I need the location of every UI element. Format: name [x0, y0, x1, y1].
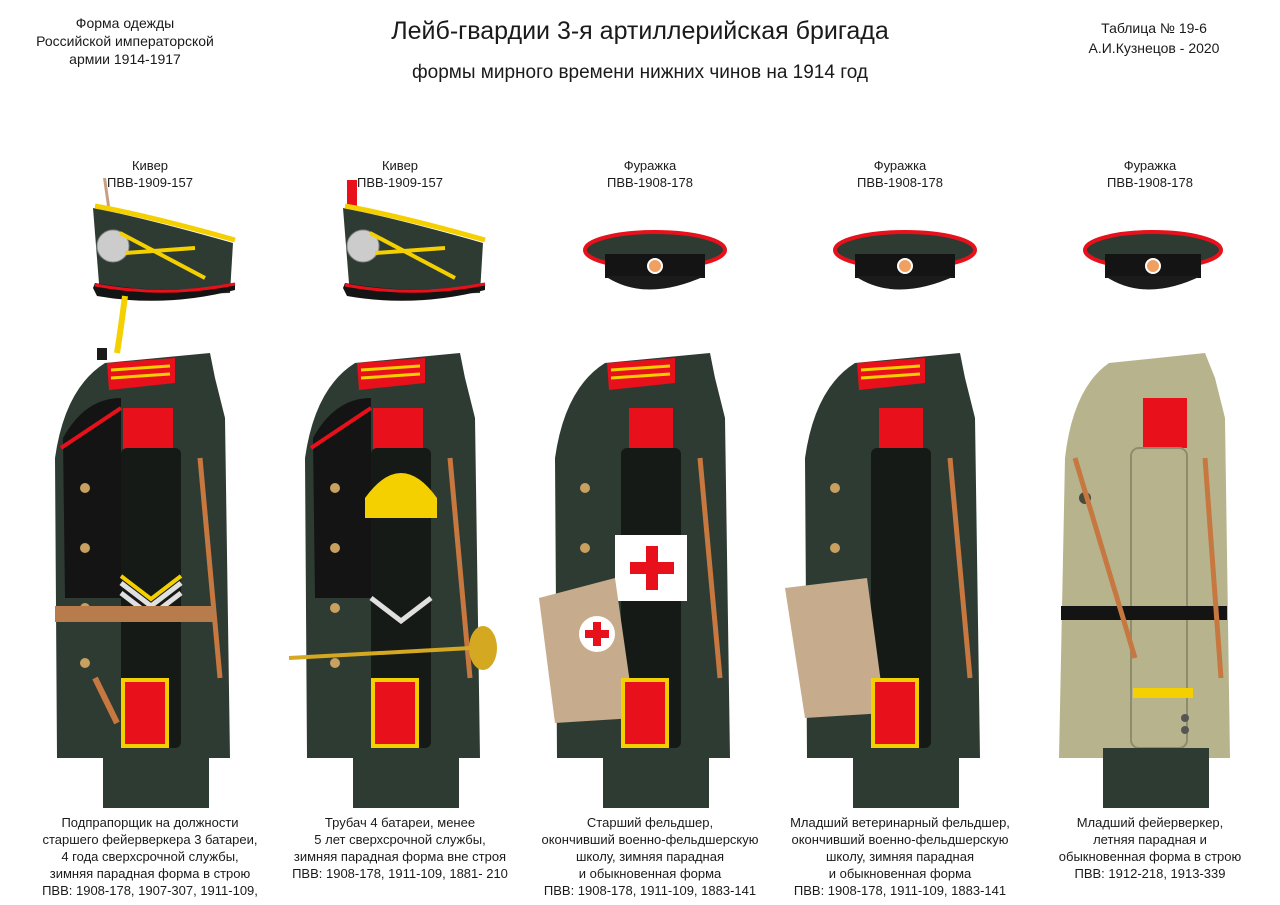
caption-line: и обыкновенная форма: [578, 866, 722, 881]
figure-caption: Младший ветеринарный фельдшер, окончивши…: [775, 814, 1025, 899]
header-left: Форма одежды Российской императорской ар…: [20, 14, 230, 68]
table-number: Таблица № 19-6: [1101, 20, 1207, 36]
caption-line: ПВВ: 1908-178, 1911-109, 1883-141: [543, 883, 757, 898]
tunic-icon: [305, 353, 480, 758]
tunic-icon: [785, 353, 980, 758]
caption-line: окончивший военно-фельдшерскую: [791, 832, 1009, 847]
caption-line: Младший ветеринарный фельдшер,: [790, 815, 1010, 830]
caption-line: 4 года сверхсрочной службы,: [61, 849, 239, 864]
caption-line: и обыкновенная форма: [828, 866, 972, 881]
caption-line: ПВВ: 1912-218, 1913-339: [1074, 866, 1226, 881]
figure-drawing: [785, 230, 980, 808]
trousers-icon: [103, 748, 209, 808]
header-left-line: Российской императорской: [36, 33, 214, 49]
figure-drawing: [288, 180, 497, 808]
caption-line: школу, зимняя парадная: [825, 849, 974, 864]
headwear-type: Фуражка: [1123, 158, 1177, 173]
page-subtitle: формы мирного времени нижних чинов на 19…: [412, 62, 868, 83]
figure-caption: Трубач 4 батареи, менее 5 лет сверхсрочн…: [275, 814, 525, 882]
headwear-code: ПВВ-1908-178: [1107, 175, 1193, 190]
trousers-icon: [603, 748, 709, 808]
headwear-type: Кивер: [131, 158, 169, 173]
caption-line: Подпрапорщик на должности: [61, 815, 239, 830]
header-left-line: Форма одежды: [75, 15, 175, 31]
caption-line: ПВВ: 1908-178, 1907-307, 1911-109,: [42, 883, 258, 898]
headwear-code: ПВВ-1909-157: [357, 175, 443, 190]
trumpet-icon: [288, 626, 497, 670]
uniform-figure-3: Фуражка ПВВ-1908-178: [525, 158, 775, 898]
author: А.И.Кузнецов - 2020: [1088, 40, 1220, 56]
caption-line: окончивший военно-фельдшерскую: [541, 832, 759, 847]
caption-line: летняя парадная и: [1093, 832, 1207, 847]
cap-icon: [583, 230, 727, 290]
trousers-icon: [1103, 748, 1209, 808]
uniform-figure-1: Кивер ПВВ-1909-157: [25, 158, 275, 898]
caption-line: старшего фейерверкера 3 батареи,: [42, 832, 258, 847]
figure-drawing: [55, 178, 236, 808]
header-left-line: армии 1914-1917: [69, 51, 181, 67]
headwear-type: Фуражка: [623, 158, 677, 173]
shako-icon: [343, 180, 486, 301]
caption-line: ПВВ: 1908-178, 1911-109, 1881- 210: [292, 866, 508, 881]
uniform-figure-5: Фуражка ПВВ-1908-178 Младший фейерверкер…: [1025, 158, 1275, 898]
headwear-code: ПВВ-1908-178: [857, 175, 943, 190]
caption-line: Старший фельдшер,: [586, 815, 714, 830]
caption-line: ПВВ: 1908-178, 1911-109, 1883-141: [793, 883, 1007, 898]
tunic-icon: [539, 353, 730, 758]
headwear-code: ПВВ-1909-157: [107, 175, 193, 190]
caption-line: обыкновенная форма в строю: [1058, 849, 1242, 864]
figure-drawing: [539, 230, 730, 808]
headwear-type: Фуражка: [873, 158, 927, 173]
cap-icon: [1083, 230, 1223, 290]
caption-line: школу, зимняя парадная: [575, 849, 724, 864]
trousers-icon: [853, 748, 959, 808]
uniform-figure-2: Кивер ПВВ-1909-157: [275, 158, 525, 898]
figure-caption: Подпрапорщик на должности старшего фейер…: [25, 814, 275, 899]
figure-drawing: [1059, 230, 1230, 808]
page-title: Лейб-гвардии 3-я артиллерийская бригада: [391, 17, 889, 45]
caption-line: 5 лет сверхсрочной службы,: [314, 832, 486, 847]
cap-icon: [833, 230, 977, 290]
caption-line: зимняя парадная форма вне строя: [293, 849, 507, 864]
caption-line: зимняя парадная форма в строю: [49, 866, 251, 881]
trousers-icon: [353, 748, 459, 808]
figure-caption: Старший фельдшер, окончивший военно-фель…: [525, 814, 775, 899]
tunic-icon: [55, 353, 230, 758]
header-right: Таблица № 19-6 А.И.Кузнецов - 2020: [1054, 18, 1254, 58]
caption-line: Младший фейерверкер,: [1076, 815, 1224, 830]
headwear-code: ПВВ-1908-178: [607, 175, 693, 190]
uniform-figure-4: Фуражка ПВВ-1908-178 Младший ветеринарны…: [775, 158, 1025, 898]
shako-icon: [93, 178, 236, 360]
tunic-icon: [1059, 353, 1230, 758]
caption-line: Трубач 4 батареи, менее: [324, 815, 476, 830]
headwear-type: Кивер: [381, 158, 419, 173]
figure-caption: Младший фейерверкер, летняя парадная и о…: [1025, 814, 1275, 882]
